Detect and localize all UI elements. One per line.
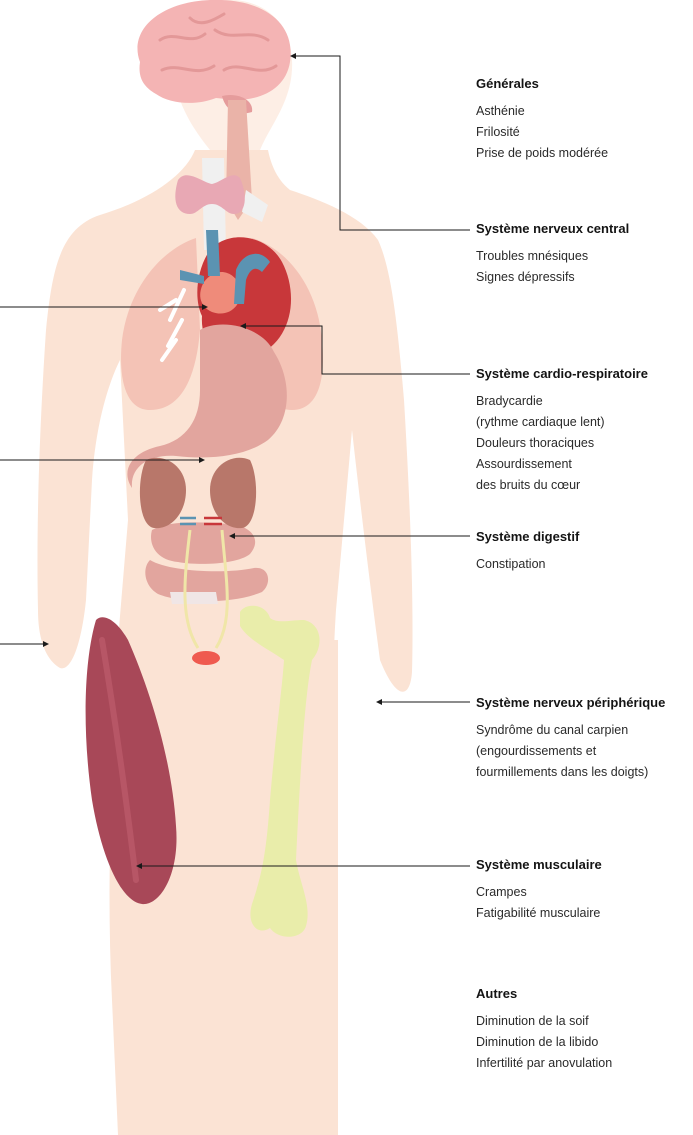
section-title: Système cardio-respiratoire [476,366,691,382]
symptom-list: Syndrôme du canal carpien (engourdisseme… [476,720,691,783]
section-systeme-digestif: Système digestif Constipation [476,529,691,575]
symptom-list: Constipation [476,554,691,575]
section-autres: Autres Diminution de la soif Diminution … [476,986,691,1074]
symptom-item: des bruits du cœur [476,475,691,496]
symptom-item: Fatigabilité musculaire [476,903,691,924]
symptom-item: Douleurs thoraciques [476,433,691,454]
symptom-list: Troubles mnésiques Signes dépressifs [476,246,691,288]
symptom-item: (engourdissements et [476,741,691,762]
arrowhead-wrist [376,699,382,705]
section-title: Système digestif [476,529,691,545]
symptom-item: Infertilité par anovulation [476,1053,691,1074]
section-systeme-cardio-respiratoire: Système cardio-respiratoire Bradycardie … [476,366,691,496]
symptom-item: Frilosité [476,122,691,143]
section-systeme-nerveux-peripherique: Système nerveux périphérique Syndrôme du… [476,695,691,783]
symptom-item: Assourdissement [476,454,691,475]
symptom-item: Asthénie [476,101,691,122]
section-generales: Générales Asthénie Frilosité Prise de po… [476,76,691,164]
symptom-item: Bradycardie [476,391,691,412]
symptom-item: (rythme cardiaque lent) [476,412,691,433]
section-title: Système musculaire [476,857,691,873]
symptom-list: Asthénie Frilosité Prise de poids modéré… [476,101,691,164]
symptom-list: Bradycardie (rythme cardiaque lent) Doul… [476,391,691,496]
section-title: Générales [476,76,691,92]
symptom-list: Crampes Fatigabilité musculaire [476,882,691,924]
symptom-list: Diminution de la soif Diminution de la l… [476,1011,691,1074]
section-title: Autres [476,986,691,1002]
section-title: Système nerveux périphérique [476,695,691,711]
symptom-item: fourmillements dans les doigts) [476,762,691,783]
symptom-item: Diminution de la libido [476,1032,691,1053]
section-systeme-musculaire: Système musculaire Crampes Fatigabilité … [476,857,691,924]
section-systeme-nerveux-central: Système nerveux central Troubles mnésiqu… [476,221,691,288]
symptom-item: Prise de poids modérée [476,143,691,164]
symptom-item: Signes dépressifs [476,267,691,288]
symptom-item: Syndrôme du canal carpien [476,720,691,741]
symptom-item: Constipation [476,554,691,575]
symptom-item: Diminution de la soif [476,1011,691,1032]
symptom-item: Crampes [476,882,691,903]
section-title: Système nerveux central [476,221,691,237]
symptom-item: Troubles mnésiques [476,246,691,267]
